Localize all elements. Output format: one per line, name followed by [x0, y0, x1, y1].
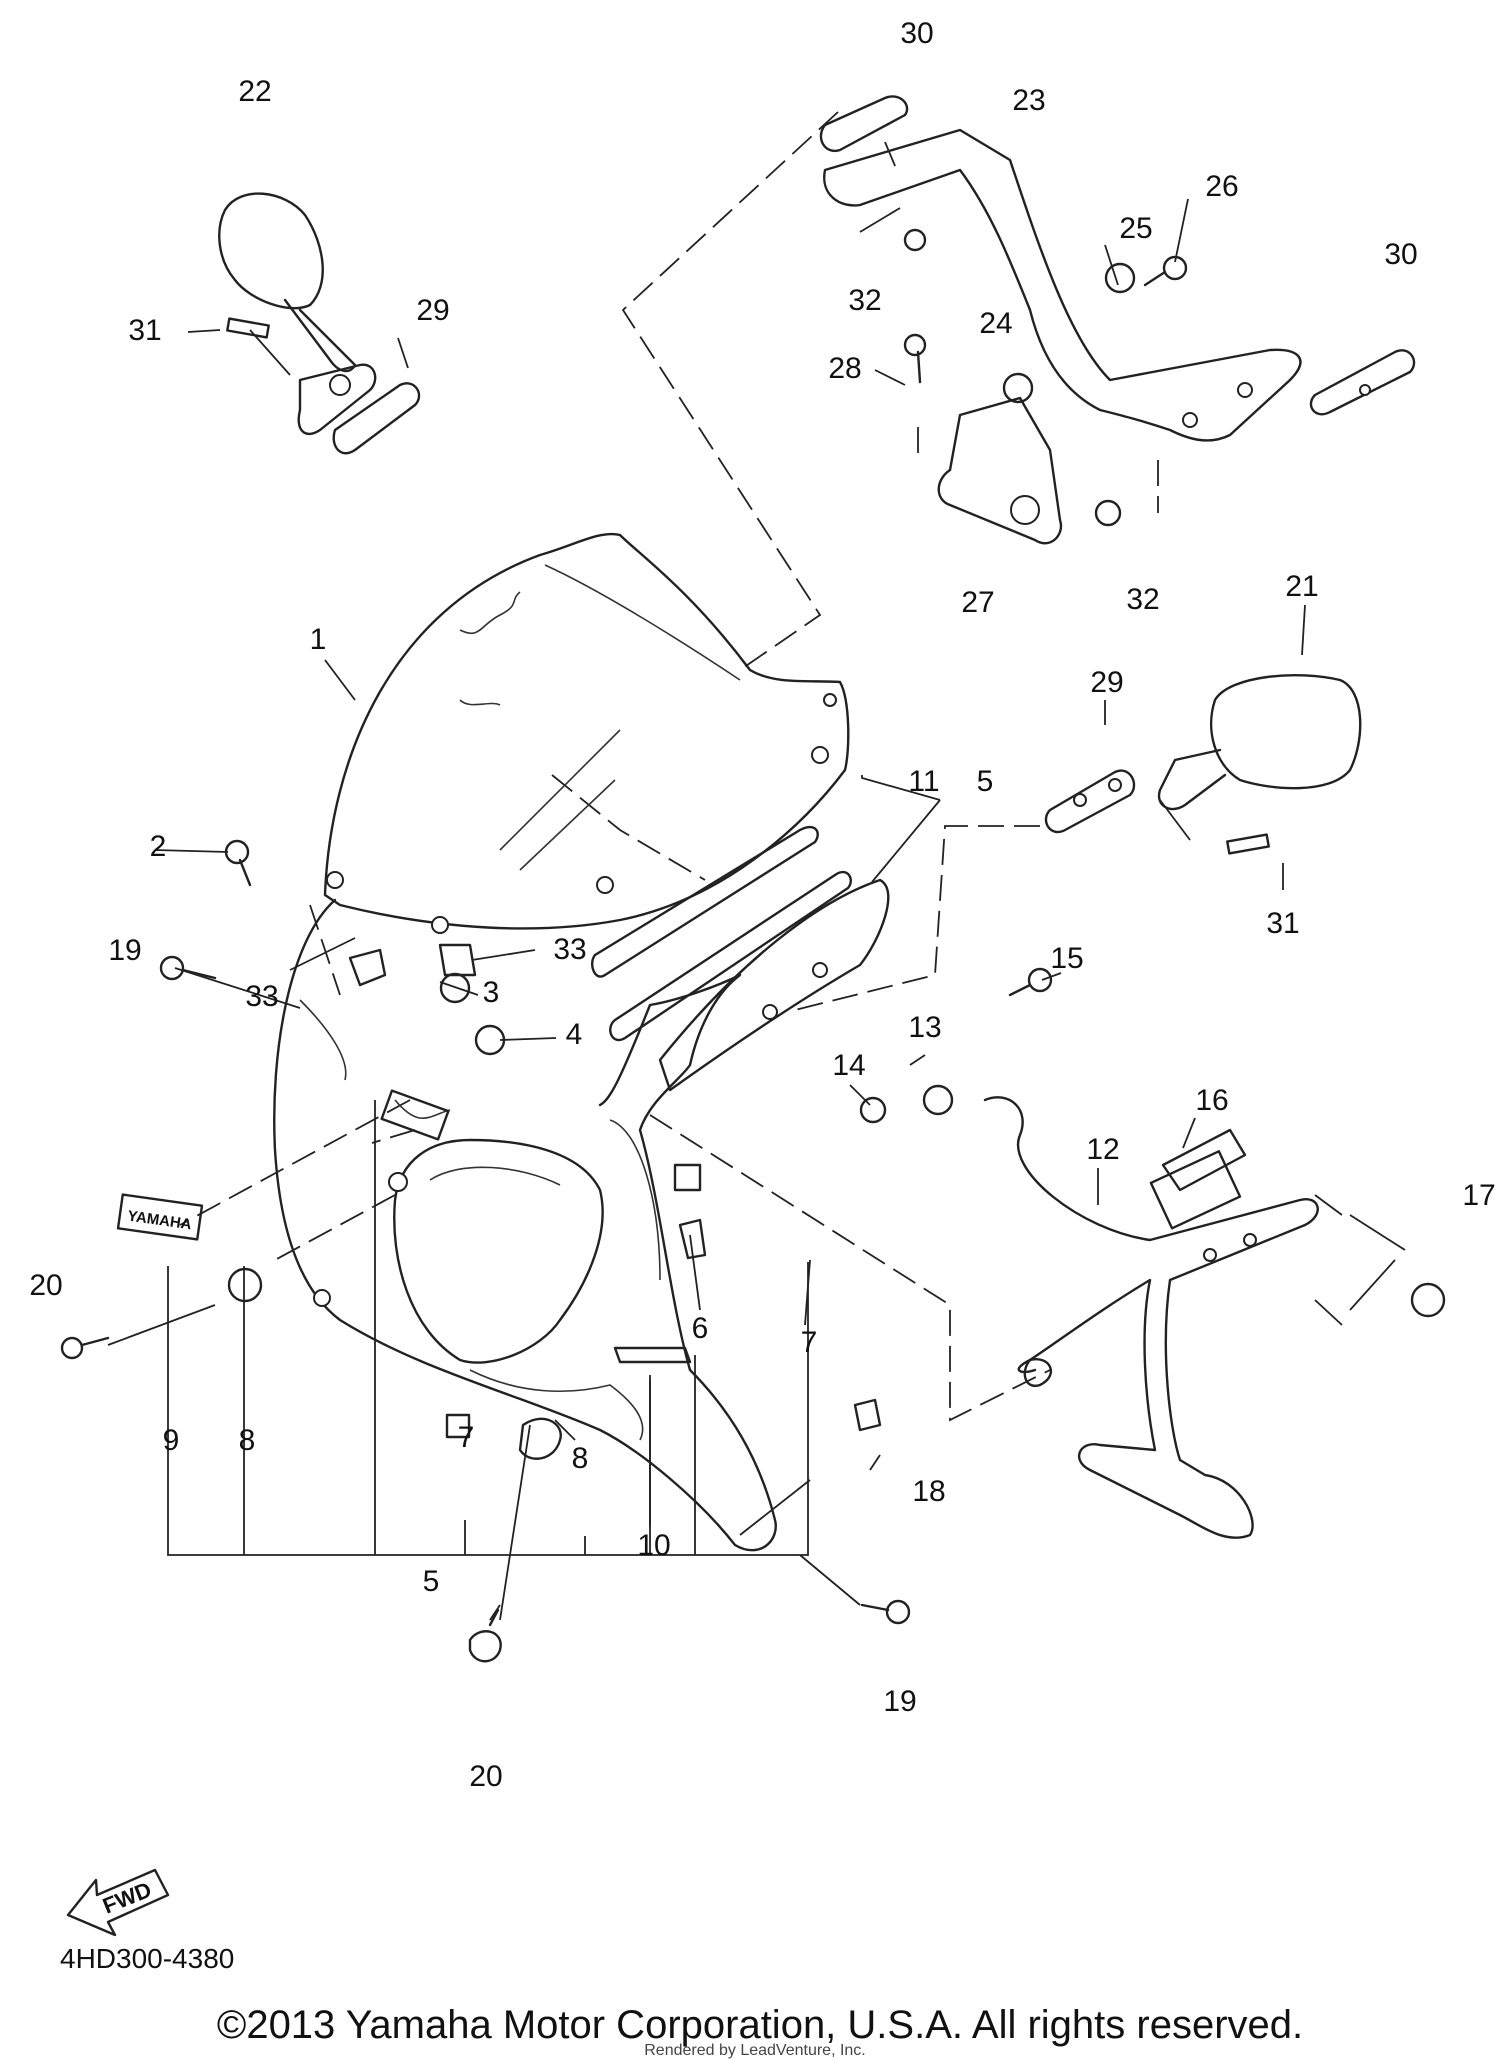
- callout-c31b: 31: [1266, 907, 1299, 940]
- rendered-by-text: Rendered by LeadVenture, Inc.: [644, 2042, 866, 2059]
- callout-c8a: 8: [239, 1424, 256, 1457]
- callout-c26: 26: [1205, 170, 1238, 203]
- callout-c8b: 8: [572, 1442, 589, 1475]
- cowling-body: [273, 898, 777, 1552]
- fasteners: [60, 228, 1446, 1663]
- callout-c13: 13: [908, 1011, 941, 1044]
- callout-c9: 9: [163, 1424, 180, 1457]
- callout-c28: 28: [828, 352, 861, 385]
- callout-c25: 25: [1119, 212, 1152, 245]
- callout-c11: 11: [908, 765, 939, 798]
- stay-bracket: [819, 95, 1416, 545]
- callout-c27: 27: [961, 586, 994, 619]
- callout-c23: 23: [1012, 84, 1045, 117]
- callout-c20b: 20: [469, 1760, 502, 1793]
- callout-c15: 15: [1050, 942, 1083, 975]
- callout-c2: 2: [150, 830, 167, 863]
- emblem-9: YAMAHA: [116, 1193, 204, 1241]
- callout-c16: 16: [1195, 1084, 1228, 1117]
- callout-c29b: 29: [1090, 666, 1123, 699]
- callout-c22: 22: [238, 75, 271, 108]
- callout-c5a: 5: [977, 765, 994, 798]
- callout-c19a: 19: [108, 934, 141, 967]
- callout-c29a: 29: [416, 294, 449, 327]
- callout-c7a: 7: [801, 1326, 818, 1359]
- callout-c4: 4: [566, 1018, 583, 1051]
- callout-c32b: 32: [1126, 583, 1159, 616]
- callout-c18: 18: [912, 1475, 945, 1508]
- callout-c14: 14: [832, 1049, 865, 1082]
- callout-c30a: 30: [900, 17, 933, 50]
- callout-c5b: 5: [423, 1565, 440, 1598]
- callout-c30b: 30: [1384, 238, 1417, 271]
- callout-c3: 3: [483, 976, 500, 1009]
- callout-c21: 21: [1285, 570, 1318, 603]
- callout-c12: 12: [1086, 1133, 1119, 1166]
- callout-c10: 10: [637, 1529, 670, 1562]
- stay-lower: [983, 1096, 1319, 1539]
- callout-c1: 1: [310, 623, 327, 656]
- callout-c19b: 19: [883, 1685, 916, 1718]
- callout-c20a: 20: [29, 1269, 62, 1302]
- mirror-left: [218, 192, 421, 455]
- callout-c32a: 32: [848, 284, 881, 317]
- diagram-code: 4HD300-4380: [60, 1943, 234, 1974]
- callout-c7b: 7: [458, 1421, 475, 1454]
- leader-lines: [107, 111, 1406, 1621]
- callout-c17: 17: [1462, 1179, 1495, 1212]
- callout-c33a: 33: [553, 933, 586, 966]
- inner-panels: [499, 729, 890, 1092]
- callout-c31a: 31: [128, 314, 161, 347]
- windscreen: [323, 532, 850, 934]
- copyright-text: ©2013 Yamaha Motor Corporation, U.S.A. A…: [217, 2003, 1303, 2047]
- mirror-right: [1044, 673, 1362, 855]
- emblem-text: YAMAHA: [126, 1208, 192, 1234]
- callout-c33b: 33: [245, 980, 278, 1013]
- callout-c6: 6: [692, 1312, 709, 1345]
- callout-c24: 24: [979, 307, 1012, 340]
- forward-arrow-icon: FWD: [66, 1868, 170, 1937]
